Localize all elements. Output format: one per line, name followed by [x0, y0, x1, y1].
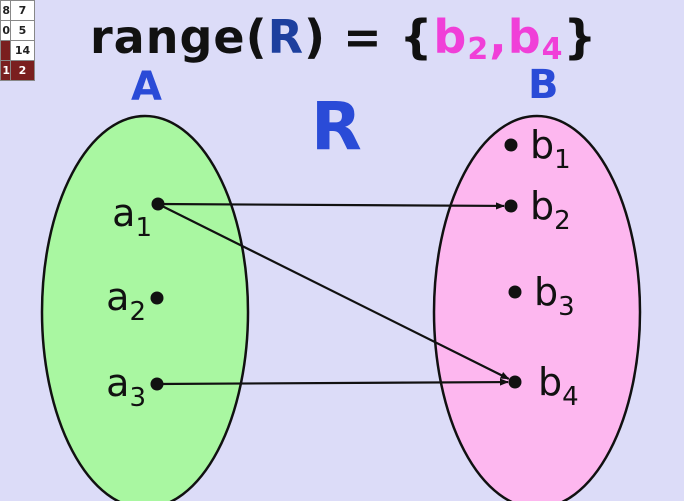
- equation-separator: ,: [489, 10, 508, 64]
- grid-cell: 0: [0, 20, 11, 41]
- set-b-oval: [432, 114, 642, 501]
- equation-element-2: b4: [507, 10, 564, 67]
- set-b-label: B: [528, 62, 559, 108]
- element-dot-b2: [504, 199, 518, 213]
- arrow-a1-to-b4: [157, 203, 510, 380]
- element-label-b4: b4: [538, 360, 579, 412]
- element-dot-a1: [151, 197, 165, 211]
- equation-relation: R: [267, 10, 305, 64]
- element-dot-a3: [150, 377, 164, 391]
- grid-row: 14: [0, 40, 35, 61]
- grid-cell: 5: [10, 20, 35, 41]
- set-a-label: A: [131, 64, 162, 110]
- element-dot-b4: [508, 375, 522, 389]
- grid-cell: 8: [0, 0, 11, 21]
- grid-cell: [0, 40, 11, 61]
- element-dot-b1: [504, 138, 518, 152]
- grid-cell: 2: [10, 60, 35, 81]
- arrow-a1-to-b2: [157, 202, 505, 210]
- element-dot-b3: [508, 285, 522, 299]
- set-a-oval: [40, 114, 250, 501]
- arrow-a3-to-b4: [156, 378, 509, 386]
- grid-cell: 1: [0, 60, 11, 81]
- relation-label: R: [311, 88, 362, 165]
- element-dot-a2: [150, 291, 164, 305]
- equation-prefix: range(: [90, 10, 268, 64]
- equation-middle: ) = {: [304, 10, 434, 64]
- grid-cell: 7: [10, 0, 35, 21]
- equation-element-1: b2: [433, 10, 490, 67]
- grid-cell: 14: [10, 40, 35, 61]
- range-equation: range(R) = {b2,b4}: [90, 10, 597, 67]
- equation-suffix: }: [563, 10, 598, 64]
- mapping-arrows: [156, 202, 510, 386]
- element-label-a2: a2: [106, 275, 146, 327]
